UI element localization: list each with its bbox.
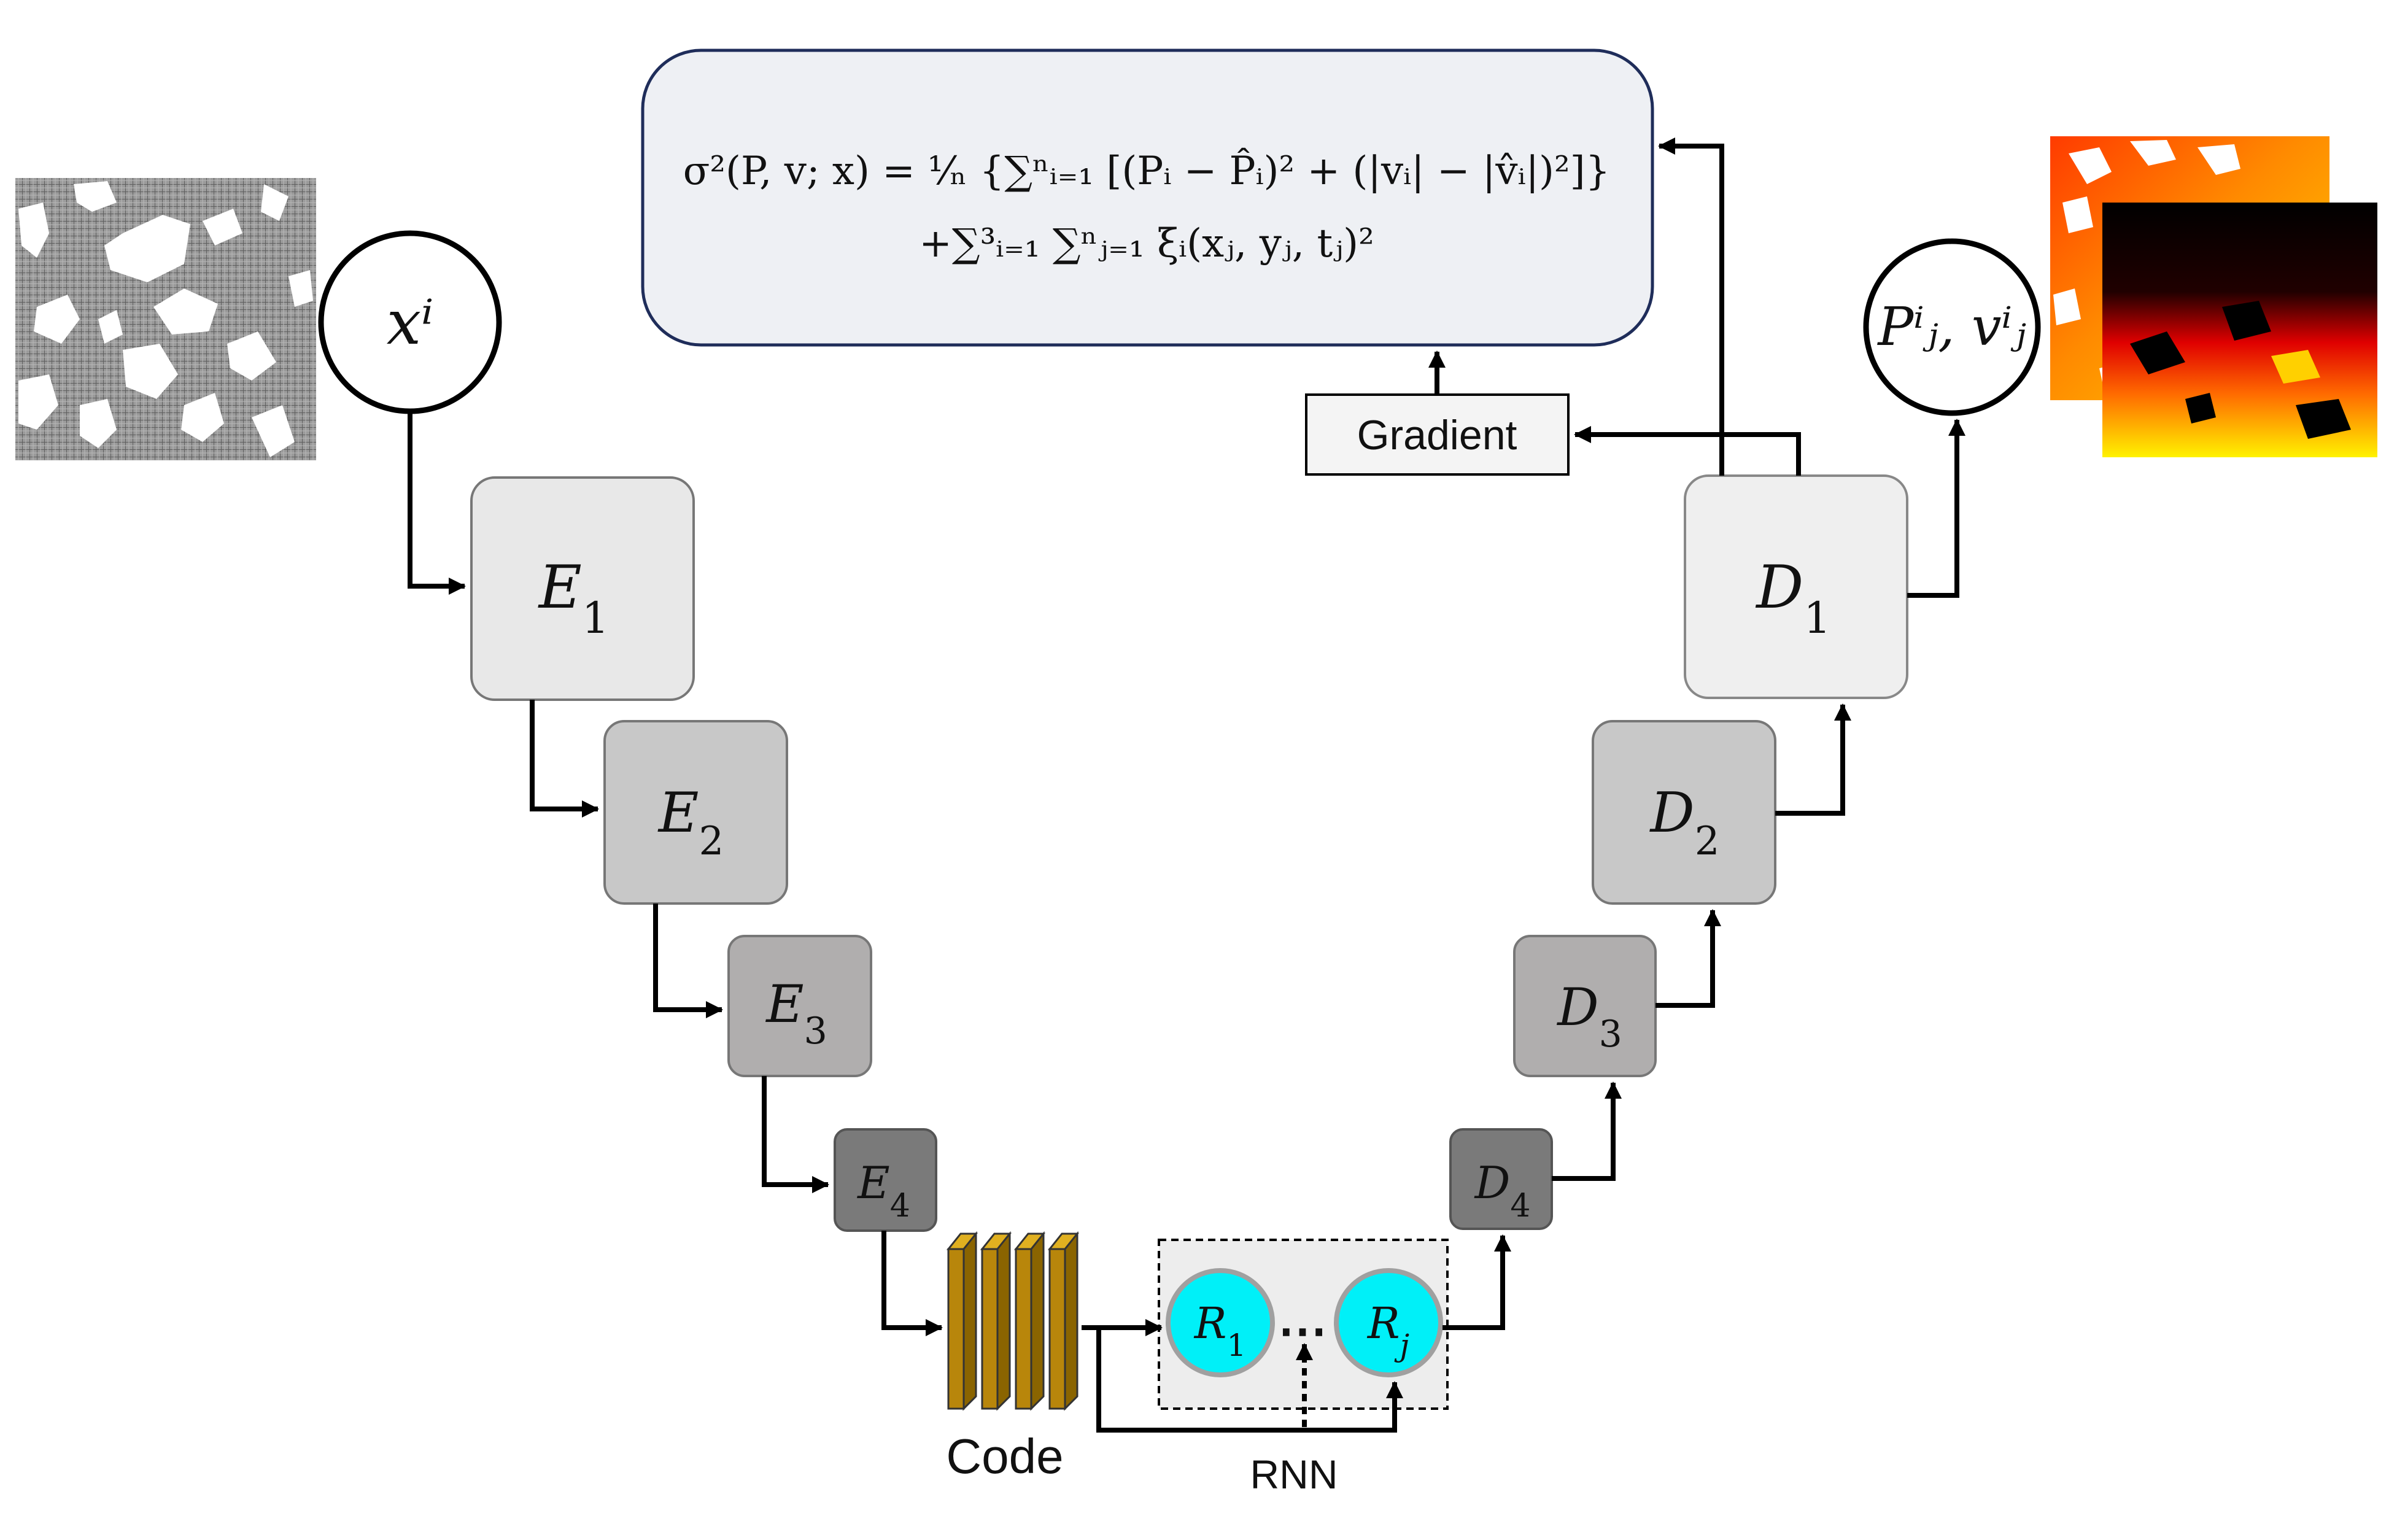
svg-text:D3: D3 — [1556, 977, 1622, 1056]
rnn-cell-r1-sub: 1 — [1226, 1328, 1246, 1363]
svg-text:E1: E1 — [538, 553, 610, 643]
decoder-d4-sub: 4 — [1510, 1188, 1530, 1225]
code-slab-2 — [980, 1231, 1012, 1411]
rnn-cell-r1: R1 — [1166, 1268, 1275, 1377]
arrow-e3-e4 — [762, 1076, 829, 1193]
decoder-d4: D4 — [1449, 1128, 1553, 1230]
input-node-label: xⁱ — [387, 287, 434, 358]
equation-line-1: σ²(P, v; x) = ¹⁄ₙ {∑ⁿᵢ₌₁ [(Pᵢ − P̂ᵢ)² + … — [683, 148, 1611, 194]
svg-text:E3: E3 — [765, 974, 827, 1053]
encoder-e2-base: E — [657, 781, 699, 845]
arrow-rj-d4 — [1442, 1234, 1511, 1330]
arrow-e4-code — [881, 1231, 943, 1336]
code-slab-4 — [1047, 1231, 1080, 1411]
arrow-d1-output — [1907, 419, 1965, 598]
encoder-e2: E2 — [603, 720, 788, 905]
rnn-cell-rj-base: R — [1366, 1298, 1400, 1348]
rnn-box: R1 Rj ⋯ — [1158, 1239, 1449, 1410]
svg-text:E4: E4 — [856, 1157, 910, 1225]
encoder-e1-sub: 1 — [582, 593, 610, 643]
svg-text:D1: D1 — [1755, 553, 1831, 643]
decoder-d2: D2 — [1592, 720, 1776, 905]
encoder-e3-sub: 3 — [804, 1010, 827, 1053]
decoder-d2-sub: 2 — [1695, 819, 1720, 864]
arrow-e1-e2 — [530, 700, 599, 818]
encoder-e1: E1 — [470, 476, 695, 701]
encoder-e4: E4 — [834, 1128, 937, 1232]
decoder-d1-base: D — [1755, 553, 1803, 622]
arrow-d1-equation — [1658, 137, 1724, 476]
decoder-d2-base: D — [1649, 781, 1695, 845]
connectors — [408, 137, 1965, 1433]
encoder-e3-base: E — [765, 974, 804, 1034]
arrow-d4-d3 — [1552, 1081, 1622, 1181]
arrow-input-e1 — [408, 411, 466, 595]
output-node-label: Pⁱⱼ, vⁱⱼ — [1876, 296, 2026, 358]
decoder-d4-base: D — [1474, 1157, 1511, 1209]
encoder-e3: E3 — [727, 935, 872, 1077]
decoder-d3: D3 — [1513, 935, 1657, 1077]
rnn-cell-rj: Rj — [1334, 1268, 1443, 1377]
svg-text:R1: R1 — [1193, 1298, 1247, 1363]
equation-line-2: +∑³ᵢ₌₁ ∑ⁿⱼ₌₁ ξᵢ(xⱼ, yⱼ, tⱼ)² — [919, 221, 1374, 266]
code-label: Code — [946, 1429, 1063, 1484]
output-node: Pⁱⱼ, vⁱⱼ — [1863, 238, 2041, 416]
svg-text:D2: D2 — [1649, 781, 1720, 864]
gradient-label: Gradient — [1357, 412, 1517, 459]
arrow-d2-d1 — [1775, 703, 1851, 816]
encoder-e4-base: E — [856, 1157, 890, 1209]
encoder-e1-base: E — [538, 553, 582, 622]
decoder-d3-sub: 3 — [1599, 1013, 1622, 1056]
rnn-cell-r1-base: R — [1193, 1298, 1227, 1348]
svg-text:D4: D4 — [1474, 1157, 1531, 1225]
code-slab-3 — [1013, 1231, 1046, 1411]
arrow-code-rj — [1096, 1328, 1403, 1433]
svg-text:E2: E2 — [657, 781, 724, 864]
decoder-d3-base: D — [1556, 977, 1598, 1037]
latent-code-block — [946, 1231, 1080, 1411]
rnn-label: RNN — [1250, 1452, 1338, 1497]
encoder-e4-sub: 4 — [890, 1188, 910, 1225]
arrow-d1-gradient — [1574, 426, 1801, 476]
input-porous-image — [15, 178, 316, 460]
svg-text:Rj: Rj — [1366, 1298, 1409, 1363]
decoder-d1: D1 — [1684, 474, 1908, 699]
gradient-box: Gradient — [1305, 393, 1570, 476]
arrow-e2-e3 — [653, 903, 723, 1018]
arrow-d3-d2 — [1655, 909, 1721, 1008]
decoder-d1-sub: 1 — [1803, 593, 1831, 643]
loss-equation-box: σ²(P, v; x) = ¹⁄ₙ {∑ⁿᵢ₌₁ [(Pᵢ − P̂ᵢ)² + … — [641, 48, 1654, 347]
encoder-e2-sub: 2 — [699, 819, 724, 864]
code-slab-1 — [946, 1231, 978, 1411]
input-node: xⁱ — [318, 230, 502, 414]
output-velocity-map — [2102, 203, 2377, 457]
